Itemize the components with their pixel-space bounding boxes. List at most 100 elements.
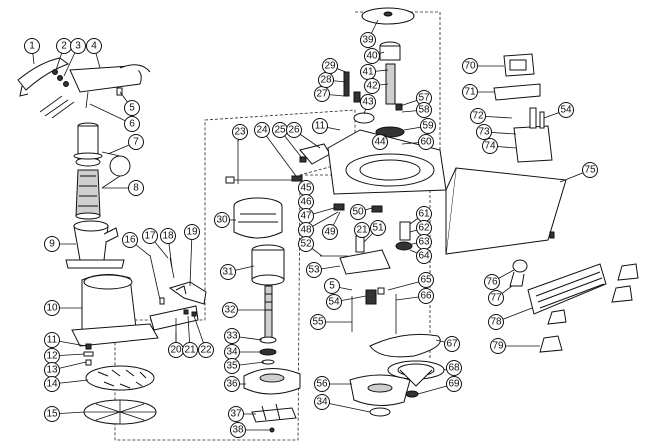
- callout-circle-49: [322, 224, 338, 240]
- callout-circle-21: [354, 222, 370, 238]
- callout-number-11: 11: [47, 335, 58, 346]
- callout-circle-5: [324, 278, 340, 294]
- callout-circle-60: [418, 134, 434, 150]
- callout-number-78: 78: [490, 317, 502, 328]
- callout-circle-37: [228, 406, 244, 422]
- callout-34: 34: [314, 394, 371, 413]
- callout-circle-54: [558, 102, 574, 118]
- callout-21: 21: [354, 222, 370, 239]
- callout-79: 79: [490, 338, 540, 354]
- part-cap-39: [361, 7, 415, 25]
- callout-circle-56: [314, 376, 330, 392]
- callout-number-36: 36: [226, 379, 238, 390]
- callout-circle-79: [490, 338, 506, 354]
- callout-63: 63: [411, 234, 432, 250]
- callout-77: 77: [488, 285, 513, 306]
- callout-circle-51: [370, 220, 386, 236]
- callout-29: 29: [322, 58, 347, 74]
- callout-circle-3: [70, 38, 86, 54]
- callout-number-27: 27: [316, 89, 328, 100]
- callout-number-16: 16: [124, 235, 136, 246]
- callout-number-1: 1: [29, 41, 35, 52]
- callout-circle-4: [86, 38, 102, 54]
- callout-number-64: 64: [418, 251, 430, 262]
- callout-number-63: 63: [418, 237, 430, 248]
- callout-4: 4: [86, 38, 102, 69]
- callout-64: 64: [409, 248, 432, 264]
- callout-number-71: 71: [464, 87, 476, 98]
- callout-circle-1: [24, 38, 40, 54]
- callout-number-33: 33: [226, 331, 238, 342]
- callout-number-12: 12: [46, 351, 58, 362]
- callout-circle-14: [44, 376, 60, 392]
- callout-circle-24: [254, 122, 270, 138]
- callout-75: 75: [559, 162, 598, 183]
- callout-number-49: 49: [324, 227, 336, 238]
- callout-49: 49: [322, 211, 341, 240]
- callout-number-30: 30: [216, 215, 228, 226]
- callout-circle-34: [314, 394, 330, 410]
- callout-circle-54: [326, 294, 342, 310]
- callout-number-9: 9: [49, 239, 55, 250]
- callout-circle-21: [182, 342, 198, 358]
- callout-circle-64: [416, 248, 432, 264]
- part-rod-55-66: [351, 287, 397, 334]
- part-rod-23: [225, 140, 292, 184]
- callout-circle-78: [488, 314, 504, 330]
- part-pin-5-left: [116, 87, 123, 96]
- callout-circle-70: [462, 58, 478, 74]
- callout-23: 23: [232, 124, 248, 143]
- callout-number-72: 72: [472, 111, 484, 122]
- part-gearbox-56: [349, 374, 411, 406]
- callout-8: 8: [102, 180, 144, 196]
- callout-22: 22: [193, 315, 214, 358]
- callout-number-40: 40: [366, 51, 378, 62]
- callout-44: 44: [372, 133, 388, 150]
- part-screws-left: [39, 69, 75, 119]
- part-drum-30: [233, 197, 283, 239]
- callout-circle-11: [312, 118, 328, 134]
- callout-circle-31: [220, 264, 236, 280]
- callout-number-8: 8: [133, 183, 139, 194]
- callout-number-69: 69: [448, 379, 460, 390]
- callout-circle-7: [128, 134, 144, 150]
- callout-number-7: 7: [133, 137, 139, 148]
- callout-76: 76: [484, 269, 515, 290]
- part-ring-7: [73, 151, 131, 189]
- callout-number-2: 2: [61, 41, 67, 52]
- callout-20: 20: [168, 332, 184, 358]
- callout-31: 31: [220, 264, 255, 280]
- callout-circle-69: [446, 376, 462, 392]
- callout-number-39: 39: [362, 35, 374, 46]
- callout-18: 18: [160, 228, 176, 269]
- part-slicing-disc-14: [85, 365, 155, 391]
- callout-38: 38: [230, 422, 270, 438]
- callout-14: 14: [44, 376, 89, 392]
- part-pulley-68: [387, 360, 445, 387]
- callout-number-46: 46: [300, 197, 312, 208]
- callout-number-4: 4: [91, 41, 97, 52]
- callout-67: 67: [435, 336, 460, 352]
- callout-27: 27: [314, 86, 345, 102]
- callout-33: 33: [224, 328, 263, 344]
- callout-circle-36: [224, 376, 240, 392]
- callout-71: 71: [462, 84, 494, 100]
- callout-50: 50: [350, 204, 373, 220]
- callout-circle-32: [222, 302, 238, 318]
- callout-number-54: 54: [328, 297, 340, 308]
- callout-number-70: 70: [464, 61, 476, 72]
- callout-68: 68: [443, 360, 462, 376]
- callout-43: 43: [360, 94, 376, 115]
- callout-number-34: 34: [316, 397, 328, 408]
- callout-58: 58: [401, 102, 432, 118]
- part-bracket-19: [168, 281, 207, 305]
- callout-number-23: 23: [234, 127, 246, 138]
- callout-circle-55: [310, 314, 326, 330]
- callout-15: 15: [44, 406, 85, 422]
- callout-5: 5: [324, 278, 353, 294]
- callout-45: 45: [298, 180, 314, 196]
- callout-number-14: 14: [46, 379, 58, 390]
- callout-circle-26: [286, 122, 302, 138]
- callout-51: 51: [363, 220, 386, 243]
